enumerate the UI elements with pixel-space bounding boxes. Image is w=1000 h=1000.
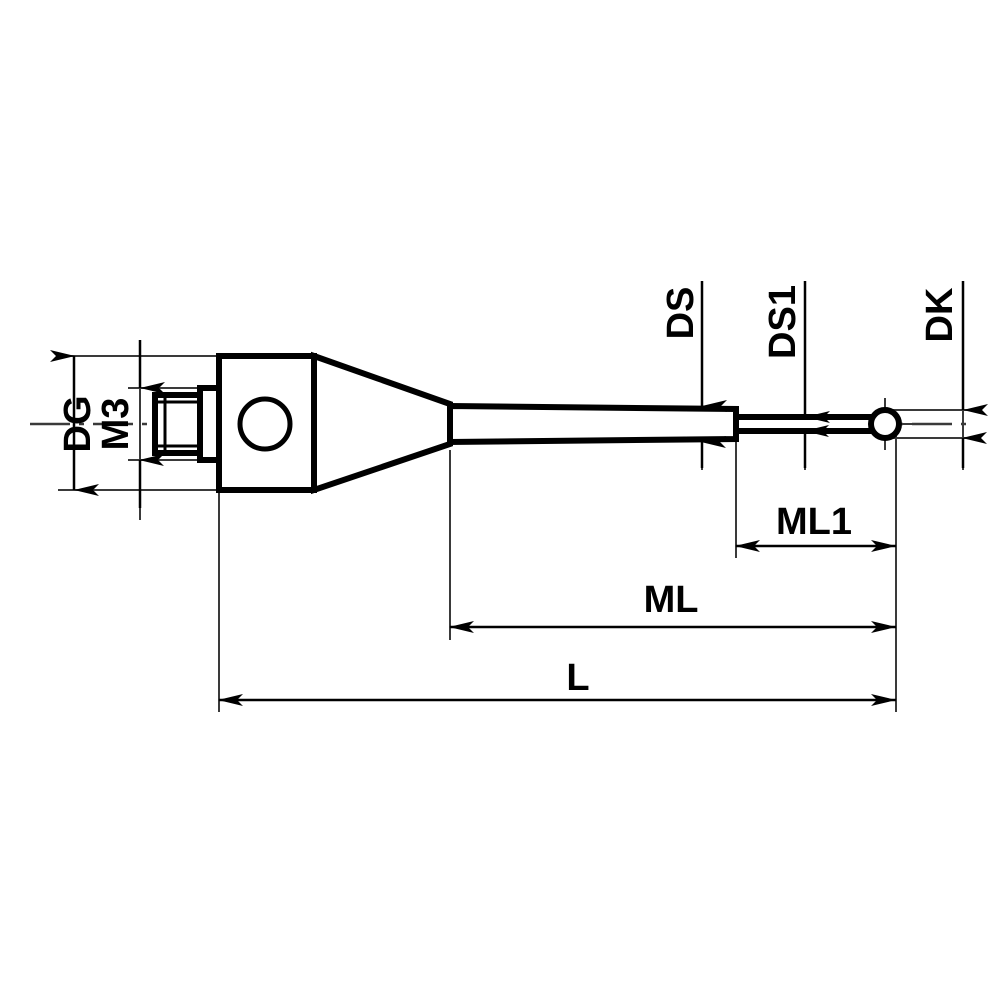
- main-stem: [447, 402, 739, 446]
- dim-label-dk: DK: [919, 287, 961, 342]
- reduced-stem: [733, 414, 889, 434]
- cone-section: [311, 351, 453, 495]
- m3-thread-shank: [152, 392, 203, 456]
- dim-label-ml1: ML1: [776, 501, 852, 543]
- dimension-labels: DG M3 DS DS1 DK ML1 ML L: [57, 285, 961, 699]
- extension-lines: [58, 281, 975, 712]
- ball-tip: [868, 407, 902, 441]
- dim-label-ds: DS: [660, 287, 702, 340]
- thread-detail-lines: [158, 395, 197, 453]
- body-through-hole: [237, 396, 293, 452]
- dim-label-m3: M3: [95, 398, 137, 451]
- mounting-body: [216, 353, 317, 493]
- dim-label-ds1: DS1: [762, 285, 804, 359]
- dim-label-ml: ML: [644, 579, 699, 621]
- dim-label-dg: DG: [57, 396, 99, 453]
- dimension-arrows: [50, 281, 988, 706]
- dim-label-l: L: [566, 657, 589, 699]
